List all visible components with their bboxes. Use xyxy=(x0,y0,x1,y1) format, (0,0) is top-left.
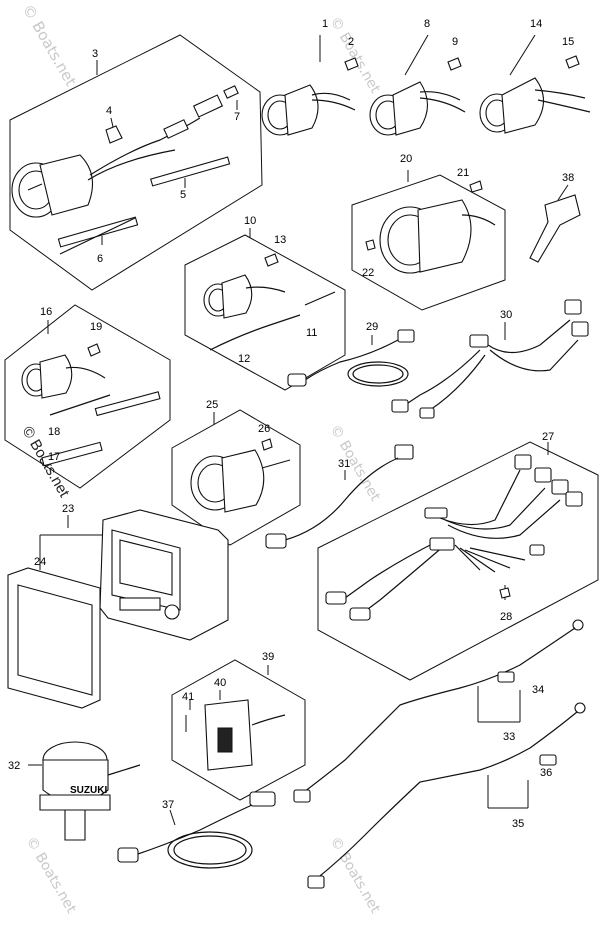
gauge-8: 8 9 xyxy=(369,18,466,136)
callout-9: 9 xyxy=(452,36,458,48)
callout-36: 36 xyxy=(540,767,552,779)
callout-24: 24 xyxy=(34,556,46,568)
callout-26: 26 xyxy=(258,423,270,435)
part-30-harness: 30 xyxy=(391,299,589,419)
watermark-middle-center: © Boats.net xyxy=(327,422,384,504)
group-27-harness: 27 28 xyxy=(317,431,599,681)
watermark-bottom-center: © Boats.net xyxy=(327,834,384,916)
callout-32: 32 xyxy=(8,760,20,772)
callout-19: 19 xyxy=(90,321,102,333)
antenna-logo: SUZUKI xyxy=(70,785,107,796)
group-10-gauge: 10 13 11 12 xyxy=(184,215,346,391)
callout-6: 6 xyxy=(97,253,103,265)
callout-41: 41 xyxy=(182,691,194,703)
group-20-gauge: 20 21 22 xyxy=(351,153,506,311)
part-35-cable: 35 36 xyxy=(307,702,586,889)
callout-18: 18 xyxy=(48,426,60,438)
callout-27: 27 xyxy=(542,431,554,443)
callout-13: 13 xyxy=(274,234,286,246)
callout-16: 16 xyxy=(40,306,52,318)
part-31-cable: 31 xyxy=(265,444,414,549)
group-3-gauge-kit: 3 4 5 6 7 xyxy=(9,34,263,291)
watermark-top-center: © Boats.net xyxy=(327,14,384,96)
callout-31: 31 xyxy=(338,458,350,470)
callout-34: 34 xyxy=(532,684,544,696)
part-38-bracket: 38 xyxy=(529,172,581,263)
part-32-antenna: SUZUKI 32 xyxy=(8,741,141,841)
callout-10: 10 xyxy=(244,215,256,227)
group-39-switch: 39 40 41 xyxy=(171,651,306,801)
callout-39: 39 xyxy=(262,651,274,663)
callout-23: 23 xyxy=(62,503,74,515)
callout-8: 8 xyxy=(424,18,430,30)
group-25-gauge: 25 26 xyxy=(171,399,301,546)
callout-21: 21 xyxy=(457,167,469,179)
callout-3: 3 xyxy=(92,48,98,60)
callout-28: 28 xyxy=(500,611,512,623)
callout-15: 15 xyxy=(562,36,574,48)
callout-12: 12 xyxy=(238,353,250,365)
callout-7: 7 xyxy=(234,111,240,123)
callout-25: 25 xyxy=(206,399,218,411)
group-16-gauge: 16 19 18 17 xyxy=(4,304,171,489)
callout-17: 17 xyxy=(48,451,60,463)
display-unit-23-24: 23 24 xyxy=(7,503,229,709)
watermark-bottom-left: © Boats.net xyxy=(23,834,80,916)
callout-2: 2 xyxy=(348,36,354,48)
callout-14: 14 xyxy=(530,18,542,30)
part-33-cable: 33 34 xyxy=(293,619,584,803)
callout-30: 30 xyxy=(500,309,512,321)
watermark-top-left: © Boats.net xyxy=(19,1,80,89)
gauge-1: 1 2 xyxy=(261,18,359,136)
callout-20: 20 xyxy=(400,153,412,165)
callout-11: 11 xyxy=(306,327,317,339)
part-29-cable: 29 xyxy=(287,321,415,387)
callout-29: 29 xyxy=(366,321,378,333)
callout-35: 35 xyxy=(512,818,524,830)
callout-33: 33 xyxy=(503,731,515,743)
callout-5: 5 xyxy=(180,189,186,201)
part-37-cable: 37 xyxy=(117,791,276,869)
callout-37: 37 xyxy=(162,799,174,811)
callout-1: 1 xyxy=(322,18,328,30)
callout-4: 4 xyxy=(106,105,112,117)
callout-40: 40 xyxy=(214,677,226,689)
gauge-14: 14 15 xyxy=(479,18,591,134)
callout-22: 22 xyxy=(362,267,374,279)
callout-38: 38 xyxy=(562,172,574,184)
